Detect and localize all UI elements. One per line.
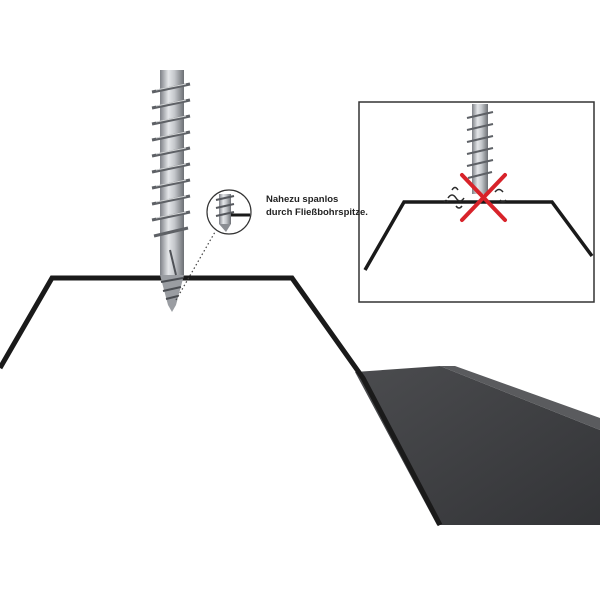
zoom-circle [206, 189, 252, 235]
roof-panel-3d [355, 366, 600, 525]
panel-surface [355, 366, 600, 525]
screw-drill-tip [160, 275, 184, 312]
trapezoid-profile-main [0, 275, 443, 527]
panel-ridge-face [440, 366, 600, 430]
inset-screw [466, 104, 494, 194]
callout-leader-dots [175, 231, 216, 301]
callout-line-2: durch Fließbohrspitze. [266, 207, 368, 218]
inset-comparison-panel [358, 101, 595, 303]
red-cross-icon [460, 173, 507, 222]
callout-line-1: Nahezu spanlos [266, 194, 339, 205]
screw-thread [151, 82, 191, 238]
metal-chips [443, 186, 507, 209]
self-drilling-screw-icon [151, 70, 191, 312]
callout-label: Nahezu spanlos durch Fließbohrspitze. [266, 193, 368, 219]
